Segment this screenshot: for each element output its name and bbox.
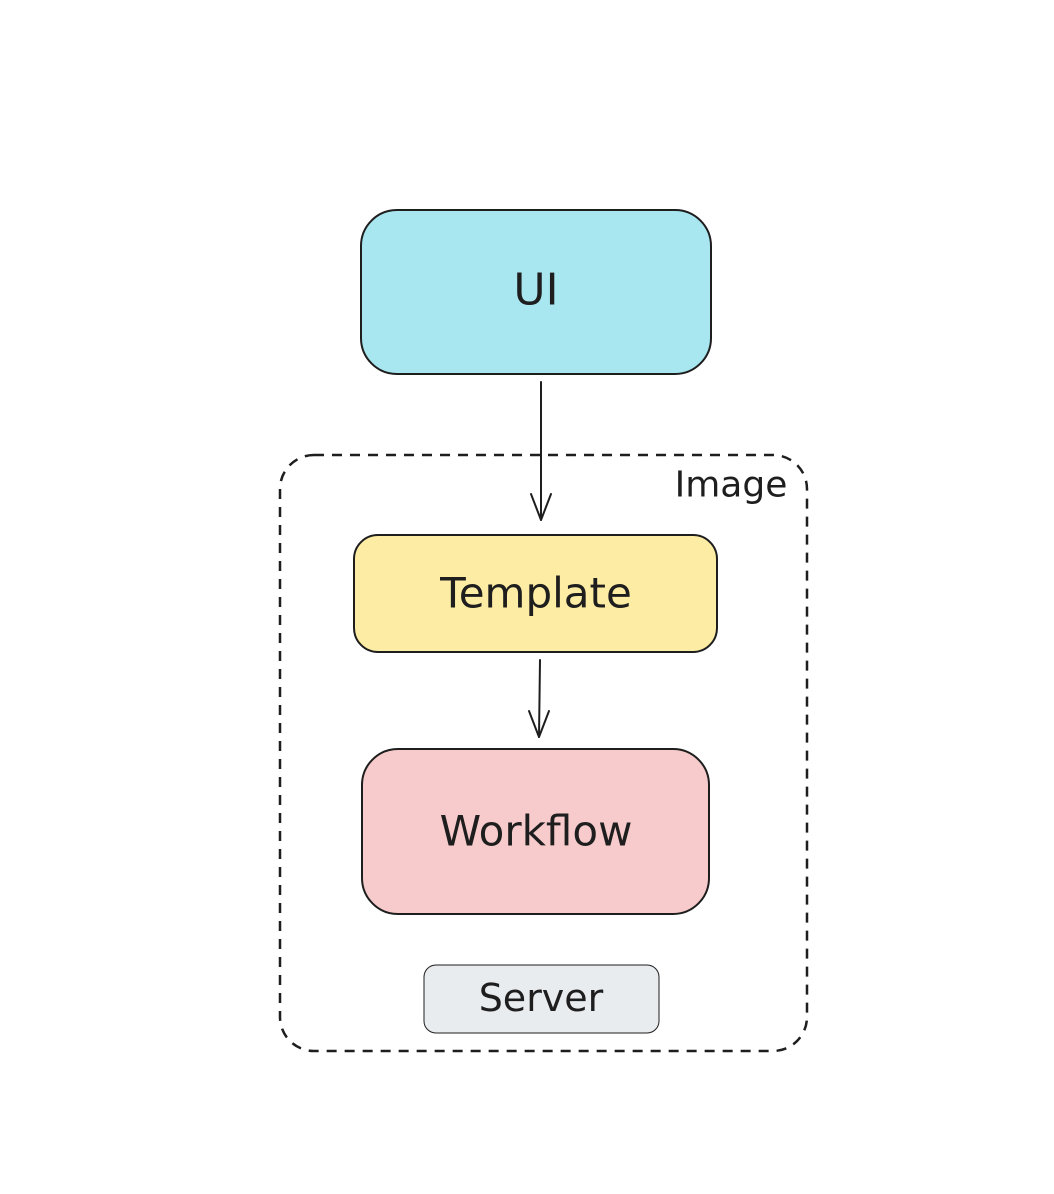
template-label: Template bbox=[439, 569, 632, 618]
server-node[interactable]: Server bbox=[423, 964, 660, 1034]
image-group-border bbox=[278, 453, 809, 1053]
ui-node[interactable]: UI bbox=[360, 209, 712, 375]
server-box bbox=[423, 964, 660, 1034]
arrow-template-to-workflow-shaft bbox=[538, 659, 541, 738]
arrow-ui-to-template-head bbox=[530, 493, 552, 521]
server-label: Server bbox=[479, 976, 604, 1020]
template-box bbox=[353, 534, 718, 653]
template-node[interactable]: Template bbox=[353, 534, 718, 653]
workflow-label: Workflow bbox=[440, 807, 633, 856]
image-group: Image bbox=[278, 453, 809, 1053]
ui-box bbox=[360, 209, 712, 375]
arrow-template-to-workflow bbox=[528, 659, 550, 738]
workflow-node[interactable]: Workflow bbox=[361, 748, 710, 915]
arrow-ui-to-template bbox=[530, 381, 552, 521]
workflow-box bbox=[361, 748, 710, 915]
arrow-template-to-workflow-head bbox=[528, 710, 550, 738]
image-group-label: Image bbox=[675, 465, 788, 506]
ui-label: UI bbox=[513, 265, 558, 316]
